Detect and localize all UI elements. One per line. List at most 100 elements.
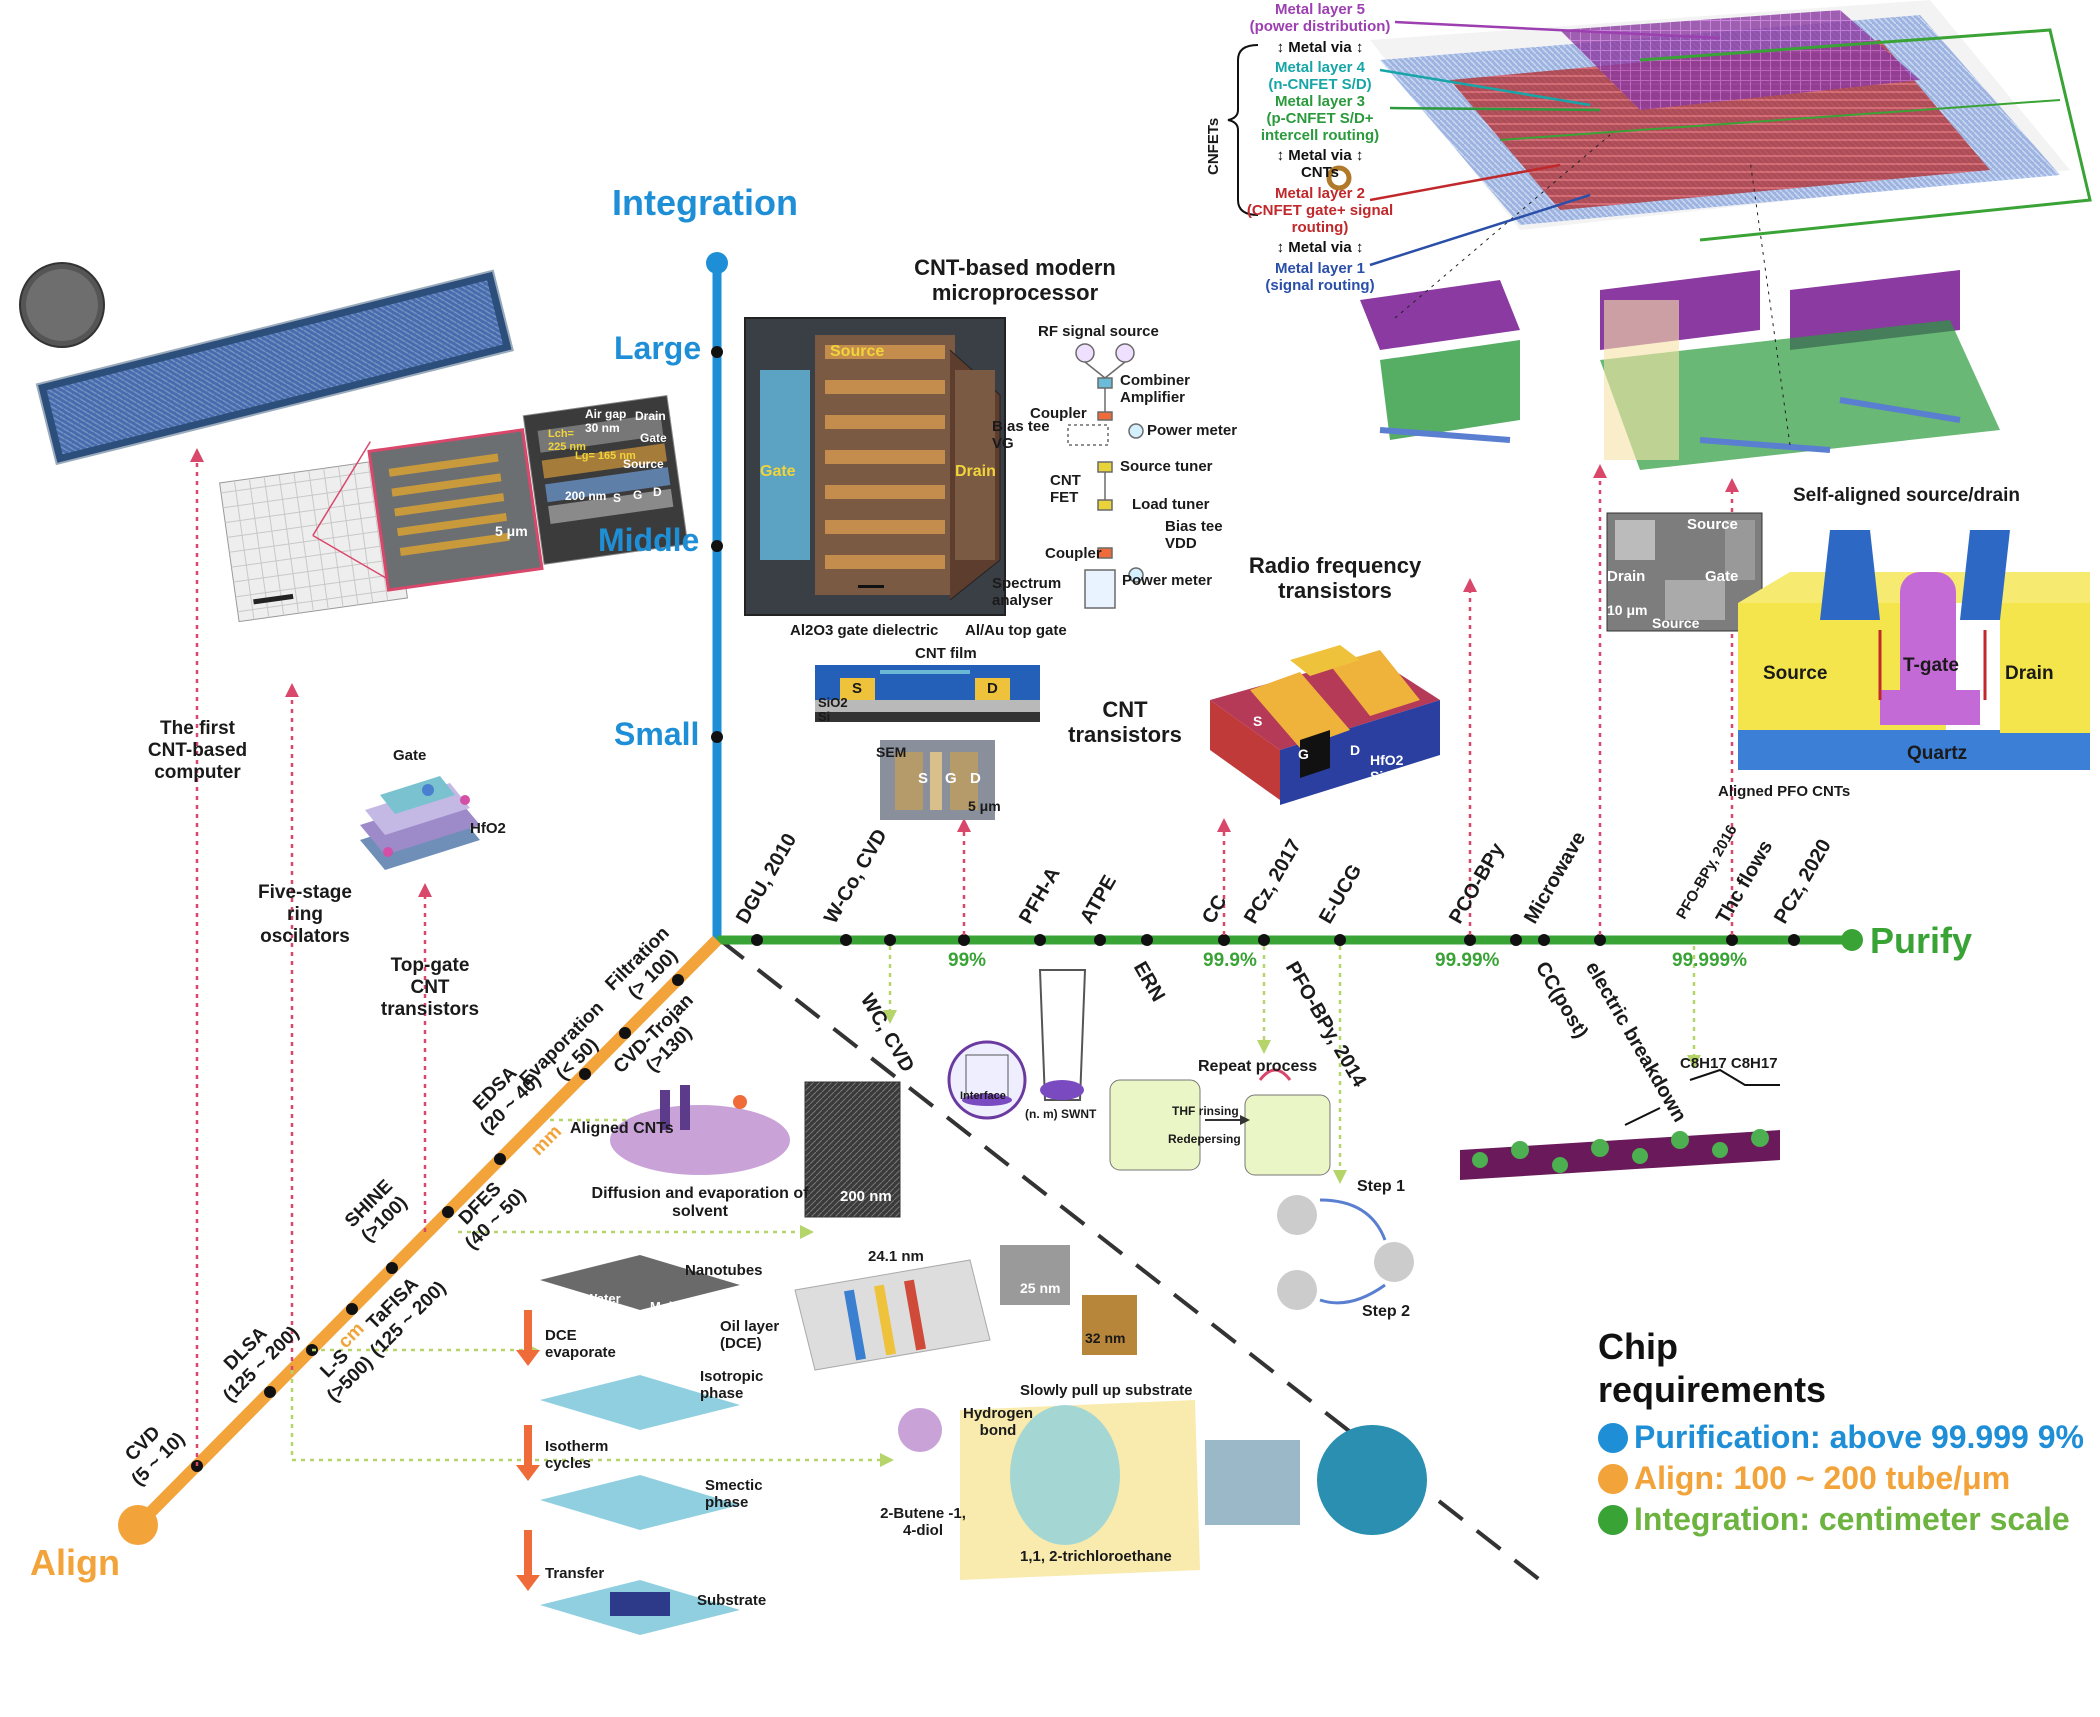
layer-via-2: ↕ Metal via ↕: [1276, 239, 1364, 257]
ring-d: D: [653, 485, 662, 499]
milestone-first-computer: The first CNT-based computer: [147, 718, 248, 783]
layer-5: Metal layer 5(power distribution): [1249, 1, 1391, 35]
mp-gate: Gate: [760, 463, 796, 480]
ai-24nm: 24.1 nm: [868, 1248, 924, 1265]
purify-inset-beakers: [1109, 1068, 1331, 1176]
mp-s: S: [852, 680, 863, 697]
ring-gate: Gate: [640, 431, 667, 445]
ai-tce: 1,1, 2-trichloroethane: [1020, 1548, 1172, 1565]
ring-oscillator-zoom: [367, 395, 689, 592]
purity-level: 99.9%: [1203, 950, 1257, 971]
ai-butene: 2-Butene -1, 4-diol: [880, 1505, 966, 1540]
layer-2: Metal layer 2(CNFET gate+ signal routing…: [1246, 184, 1394, 236]
top-gate-device-image: [360, 776, 480, 870]
align-inset-nanostructure: [794, 1245, 1137, 1371]
milestone-cnt-transistors: CNT transistors: [1068, 697, 1182, 748]
mp-sio2: SiO2: [818, 695, 848, 710]
ai-water: Water: [585, 1291, 621, 1306]
ai-substrate: Substrate: [697, 1592, 767, 1609]
align-axis: [133, 935, 722, 1530]
layer-legend: Metal layer 5(power distribution) ↕ Meta…: [1245, 1, 1395, 295]
selfaligned-title: Self-aligned source/drain: [1793, 485, 2020, 506]
mp-d: D: [987, 680, 998, 697]
purification-dot: [1598, 1422, 1628, 1453]
ai-mobile: Mobile bars: [650, 1299, 723, 1314]
align-inset-oil-water: [516, 1255, 740, 1635]
layer-4: Metal layer 4(n-CNFET S/D): [1268, 59, 1372, 94]
rf-chain-item: RF signal source: [1038, 323, 1159, 340]
mp-si: Si: [818, 709, 831, 724]
ai-isotropic: Isotropic phase: [700, 1368, 764, 1403]
mp-topgate: Al/Au top gate: [965, 622, 1067, 639]
purity-level: 99.999%: [1672, 950, 1748, 971]
cnt-computer-image: [19, 262, 514, 466]
purify-inset-steps: [1277, 1195, 1414, 1310]
ring-lch: Lch= 225 nm: [548, 428, 586, 453]
sem-d: D: [970, 770, 981, 787]
pi-step2: Step 2: [1362, 1303, 1411, 1320]
sem-inset-gate: Gate: [1705, 568, 1739, 585]
topgate-gate: Gate: [393, 747, 427, 764]
rf-si: Si: [1378, 786, 1392, 802]
align-axis-title: Align: [30, 1542, 120, 1583]
rf-chain-item: Coupler: [1030, 405, 1087, 422]
milestone-microprocessor: CNT-based modern microprocessor: [914, 255, 1116, 306]
ai-200nm: 200 nm: [840, 1188, 892, 1205]
align-axis-end: [118, 1505, 158, 1545]
sem-inset-source: Source: [1687, 516, 1738, 533]
ring-air-gap: Air gap 30 nm: [585, 407, 627, 435]
pi-interface: Interface: [960, 1090, 1006, 1102]
sem-inset-scale: 10 μm: [1607, 602, 1648, 618]
ai-nanotubes: Nanotubes: [685, 1262, 763, 1279]
cnt-transistor-cross-section: [815, 665, 1040, 722]
pi-repeat: Repeat process: [1198, 1058, 1318, 1075]
selfaligned-quartz: Quartz: [1907, 743, 1968, 764]
rf-chain-item: Bias tee VG: [992, 418, 1050, 453]
chip-requirements-title: Chip requirements: [1598, 1326, 1827, 1411]
mp-cnt-film: CNT film: [915, 645, 977, 662]
ring-200nm: 200 nm: [565, 489, 607, 503]
integration-tick-middle: Middle: [598, 522, 700, 558]
ai-transfer: Transfer: [545, 1565, 605, 1582]
rf-transistor-3d: [1210, 645, 1440, 805]
purify-inset-swnt: [1038, 969, 1087, 1101]
ai-25nm: 25 nm: [1020, 1280, 1061, 1296]
pi-step1: Step 1: [1357, 1178, 1406, 1195]
align-inset-pull-up: [898, 1400, 1427, 1580]
purity-level: 99.99%: [1435, 950, 1500, 971]
integration-axis-end: [706, 252, 728, 274]
rf-d: D: [1350, 742, 1361, 758]
purify-axis-title: Purify: [1870, 920, 1973, 961]
layer-via: ↕ Metal via ↕: [1276, 38, 1364, 56]
microprocessor-photo: [744, 317, 1006, 616]
purity-level: 99%: [948, 950, 987, 971]
ring-lg: Lg= 165 nm: [575, 450, 636, 462]
cnfets-label: CNFETs: [1205, 117, 1222, 175]
rf-s: S: [1253, 713, 1263, 729]
pi-formula: C8H17 C8H17: [1680, 1055, 1778, 1072]
rf-chain-item: Coupler: [1045, 545, 1102, 562]
ai-pull: Slowly pull up substrate: [1020, 1382, 1193, 1399]
ring-g: G: [633, 488, 643, 502]
sem-g: G: [945, 770, 957, 787]
sem-inset-drain: Drain: [1607, 568, 1646, 585]
rf-chain-item: Power meter: [1122, 572, 1213, 589]
pfo-polymer-cnt: [1460, 1068, 1780, 1180]
mp-dielectric: Al2O3 gate dielectric: [790, 622, 939, 639]
rf-chain-item: Source tuner: [1120, 458, 1213, 475]
ai-32nm: 32 nm: [1085, 1330, 1126, 1346]
pi-thf: THF rinsing: [1172, 1104, 1239, 1118]
layer-stack-bottom: [1360, 134, 2000, 470]
ai-dce: DCE evaporate: [545, 1327, 616, 1362]
milestone-top-gate: Top-gate CNT transistors: [380, 955, 480, 1020]
sem-inset-source2: Source: [1652, 615, 1700, 631]
ring-scale: 5 μm: [495, 523, 528, 539]
integration-tick-large: Large: [614, 330, 702, 366]
selfaligned-source: Source: [1763, 663, 1828, 684]
rf-chain-item: Spectrum analyser: [992, 575, 1062, 610]
ai-diffusion: Diffusion and evaporation of solvent: [591, 1185, 809, 1221]
ai-isotherm: Isotherm cycles: [545, 1438, 609, 1473]
ring-drain: Drain: [635, 409, 666, 423]
ring-s: S: [613, 491, 622, 505]
sem-s: S: [918, 770, 929, 787]
